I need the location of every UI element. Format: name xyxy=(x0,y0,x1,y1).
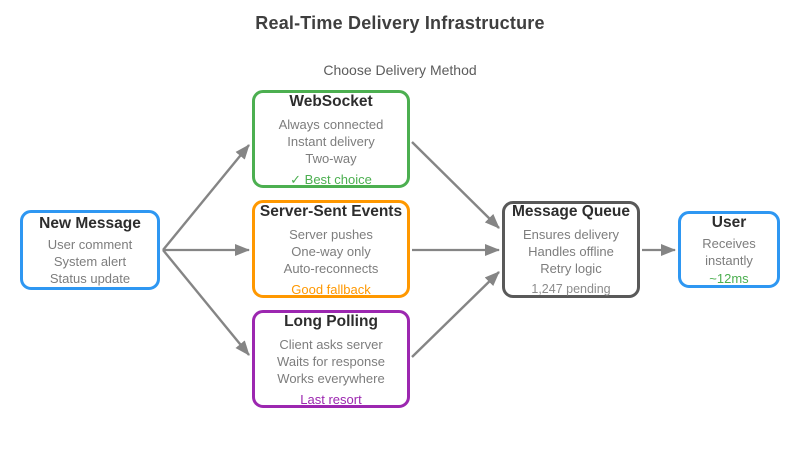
node-server-sent-events-line: Auto-reconnects xyxy=(283,260,379,276)
node-long-polling: Long Polling Client asks server Waits fo… xyxy=(252,310,410,408)
node-server-sent-events-title: Server-Sent Events xyxy=(259,202,403,220)
arrow-long-polling-to-message-queue xyxy=(411,271,500,358)
node-server-sent-events-line: One-way only xyxy=(291,243,371,259)
node-message-queue-line: Handles offline xyxy=(528,244,614,259)
arrow-websocket-to-message-queue xyxy=(411,141,500,229)
node-websocket-line: Always connected xyxy=(278,116,384,132)
node-message-queue: Message Queue Ensures delivery Handles o… xyxy=(502,201,640,298)
node-websocket: WebSocket Always connected Instant deliv… xyxy=(252,90,410,188)
node-user-title: User xyxy=(711,214,747,231)
node-long-polling-line: Client asks server xyxy=(279,336,383,352)
node-websocket-line: Instant delivery xyxy=(287,133,375,149)
node-server-sent-events-line: Server pushes xyxy=(289,226,373,242)
latency-badge: ~12ms xyxy=(709,271,749,286)
page-title: Real-Time Delivery Infrastructure xyxy=(255,13,545,33)
arrow-new-message-to-websocket xyxy=(162,144,250,251)
node-message-queue-line: Ensures delivery xyxy=(522,227,620,242)
node-long-polling-line: Waits for response xyxy=(277,353,385,369)
node-long-polling-line: Works everywhere xyxy=(277,370,385,386)
node-message-queue-title: Message Queue xyxy=(511,203,631,220)
node-user-line: Receives xyxy=(702,236,756,251)
arrow-new-message-to-long-polling xyxy=(162,249,250,356)
good-fallback-badge: Good fallback xyxy=(291,281,371,297)
node-new-message-title: New Message xyxy=(39,214,141,232)
node-server-sent-events: Server-Sent Events Server pushes One-way… xyxy=(252,200,410,298)
node-new-message: New Message User comment System alert St… xyxy=(20,210,160,290)
node-user: User Receives instantly ~12ms xyxy=(678,211,780,288)
last-resort-badge: Last resort xyxy=(300,391,362,407)
node-websocket-title: WebSocket xyxy=(289,92,373,110)
column-label-choose-delivery-method: Choose Delivery Method xyxy=(323,62,477,78)
node-new-message-line: Status update xyxy=(49,270,131,286)
node-websocket-line: Two-way xyxy=(305,150,357,166)
node-user-line: instantly xyxy=(705,253,753,268)
node-long-polling-title: Long Polling xyxy=(284,312,378,330)
best-choice-badge: ✓ Best choice xyxy=(290,171,372,187)
node-message-queue-line: Retry logic xyxy=(540,261,602,276)
node-new-message-line: User comment xyxy=(47,236,133,252)
node-new-message-line: System alert xyxy=(53,253,127,269)
pending-count: 1,247 pending xyxy=(531,282,611,296)
